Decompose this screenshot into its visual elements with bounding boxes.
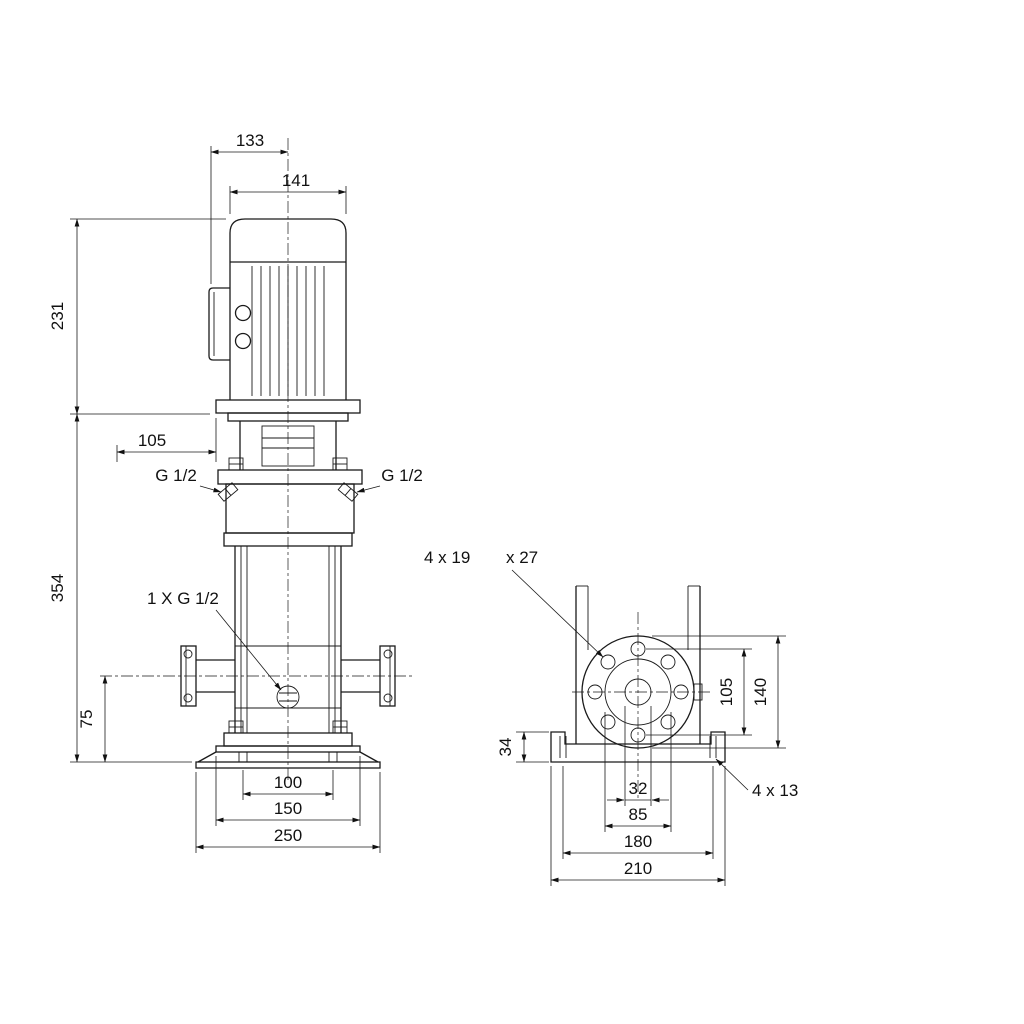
- gauge-plug-left: [217, 482, 239, 502]
- dim-label-210: 210: [624, 859, 652, 878]
- suction-discharge-flanges: [180, 645, 396, 707]
- dimension-lines: [74, 149, 781, 883]
- flange-bolt-hole: [600, 654, 616, 670]
- front-elevation-view: [100, 138, 414, 780]
- base-side: [550, 731, 726, 763]
- pump-column-side: [575, 585, 701, 744]
- dim-label-231: 231: [48, 302, 67, 330]
- hole-callout-label: 4 x 19: [424, 548, 470, 567]
- flange-bolt-hole: [630, 727, 646, 743]
- leader-port-left: [199, 485, 222, 493]
- spotface-callout-label: x 27: [506, 548, 538, 567]
- leader-drain: [215, 609, 282, 691]
- dim-label-34: 34: [496, 738, 515, 757]
- dim-label-250: 250: [274, 826, 302, 845]
- terminal-box: [208, 287, 230, 361]
- dim-label-85: 85: [629, 805, 648, 824]
- dim-label-105-side: 105: [717, 678, 736, 706]
- flange-bolt-hole: [630, 641, 646, 657]
- flange-bolt-hole: [383, 649, 393, 659]
- motor-stool-coupling: [215, 399, 361, 470]
- base-hole-callout-label: 4 x 13: [752, 781, 798, 800]
- gauge-plug-right: [337, 482, 359, 502]
- cable-entry-hole: [234, 332, 252, 350]
- dim-label-75: 75: [77, 710, 96, 729]
- extension-lines: [70, 146, 786, 886]
- dim-label-354: 354: [48, 574, 67, 602]
- leader-port-right: [356, 485, 381, 493]
- flange-bolt-hole: [660, 714, 676, 730]
- drain-label: 1 X G 1/2: [147, 589, 219, 608]
- leader-base-holes: [715, 758, 749, 791]
- port-flange-face: [581, 635, 703, 749]
- dim-label-150: 150: [274, 799, 302, 818]
- base-front: [195, 745, 381, 769]
- flange-tab: [693, 683, 703, 701]
- motor: [208, 218, 347, 400]
- flange-bolt-hole: [660, 654, 676, 670]
- centerlines-side: [572, 612, 712, 800]
- flange-bolt-hole: [383, 693, 393, 703]
- port-label-left: G 1/2: [155, 466, 197, 485]
- dim-label-105-front: 105: [138, 431, 166, 450]
- flange-bolt-hole: [183, 693, 193, 703]
- flange-bolt-hole: [183, 649, 193, 659]
- dim-label-141: 141: [282, 171, 310, 190]
- flange-bolt-hole: [587, 684, 603, 700]
- cable-entry-hole: [234, 304, 252, 322]
- dim-label-140: 140: [751, 678, 770, 706]
- port-label-right: G 1/2: [381, 466, 423, 485]
- centerlines-front: [100, 138, 414, 780]
- dim-label-133: 133: [236, 131, 264, 150]
- flange-bolt-hole: [600, 714, 616, 730]
- leader-lines: [199, 485, 749, 791]
- drain-plug: [276, 685, 300, 709]
- flange-bolt-hole: [673, 684, 689, 700]
- dim-label-32: 32: [629, 779, 648, 798]
- dim-label-100: 100: [274, 773, 302, 792]
- chamber-stack: [223, 532, 353, 747]
- leader-flange-holes: [511, 569, 604, 658]
- side-base-view: [550, 585, 726, 800]
- dim-label-180: 180: [624, 832, 652, 851]
